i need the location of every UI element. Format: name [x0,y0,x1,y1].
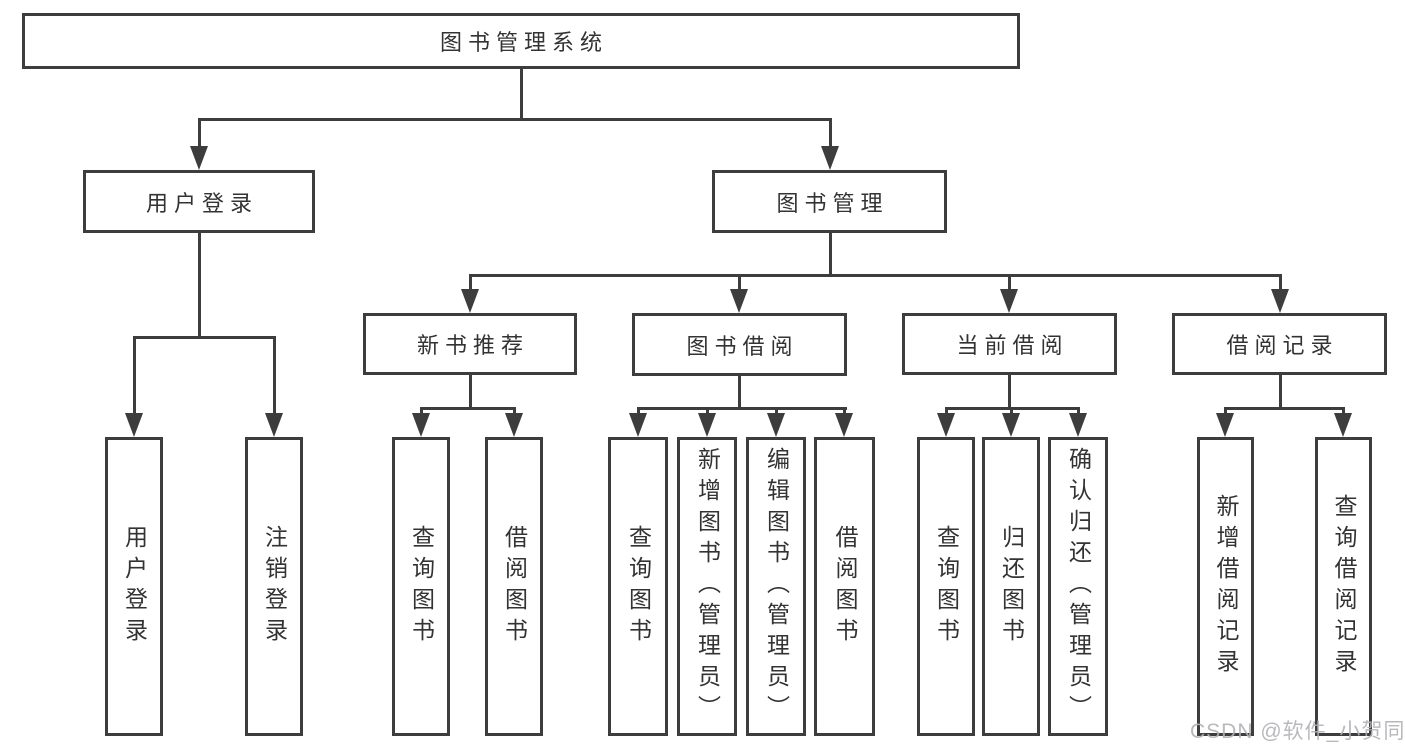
leaf-label: 确认归还（管理员） [1065,447,1092,726]
connector-drop-leaf [272,336,276,418]
leaf-label: 查询图书 [408,524,435,649]
arrow-down-icon [1271,289,1289,313]
node-label: 图书借阅 [686,333,799,359]
leaf-label: 注销登录 [261,524,288,649]
leaf-label: 新增借阅记录 [1213,493,1239,680]
leaf-query-borrow-record: 查询借阅记录 [1315,437,1372,736]
connector-login-drop [197,233,201,339]
leaf-label: 新增图书（管理员） [694,447,721,726]
connector-bus-level2 [197,118,832,121]
leaf-label: 借阅图书 [501,524,528,649]
arrow-down-icon [1069,413,1087,437]
watermark: CSDN @软件_小贺同学 [1190,720,1405,743]
leaf-logout: 注销登录 [245,437,303,736]
leaf-label: 用户登录 [121,524,148,649]
arrow-down-icon [937,413,955,437]
connector-bus-rec-leaves [419,407,516,410]
arrow-down-icon [767,413,785,437]
connector-drop-current-borrow [1007,274,1011,294]
leaf-label: 查询图书 [933,524,960,649]
connector-bus-level3 [468,274,1282,277]
arrow-down-icon [698,413,716,437]
connector-current-drop [1007,375,1011,410]
connector-drop-user-login [197,118,201,152]
connector-drop-book-borrow [738,274,741,294]
node-current-borrow: 当前借阅 [902,313,1117,375]
leaf-label: 编辑图书（管理员） [763,447,790,726]
node-label: 借阅记录 [1226,333,1339,358]
node-label: 用户登录 [145,190,258,216]
arrow-down-icon [1334,413,1352,437]
node-label: 图书管理 [776,190,889,216]
arrow-down-icon [505,413,523,437]
leaf-query-books: 查询图书 [608,437,668,736]
leaf-user-login: 用户登录 [105,437,163,736]
leaf-return-books: 归还图书 [982,437,1040,736]
connector-record-drop [1278,375,1282,410]
arrow-down-icon [821,146,839,170]
connector-root-drop [519,69,523,121]
connector-drop-new-book-rec [468,274,472,294]
arrow-down-icon [125,413,143,437]
connector-drop-borrow-record [1278,274,1282,294]
node-book-borrow: 图书借阅 [632,313,847,376]
leaf-query-books-rec: 查询图书 [392,437,450,736]
arrow-down-icon [1216,413,1234,437]
connector-drop-leaf [132,336,136,418]
node-label: 当前借阅 [956,333,1069,358]
leaf-label: 查询借阅记录 [1331,493,1357,680]
leaf-query-books-current: 查询图书 [917,437,975,736]
connector-mgmt-drop [828,233,832,277]
connector-borrow-drop [738,375,741,410]
connector-bus-login-leaves [132,336,276,339]
leaf-add-books-admin: 新增图书（管理员） [677,437,737,736]
leaf-label: 归还图书 [998,524,1025,649]
leaf-add-borrow-record: 新增借阅记录 [1197,437,1254,736]
connector-bus-borrow-leaves [636,407,847,410]
connector-bus-current-leaves [945,407,1080,410]
arrow-down-icon [412,413,430,437]
arrow-down-icon [190,146,208,170]
node-new-book-recommend: 新书推荐 [363,313,577,375]
node-label: 图书管理系统 [439,30,608,55]
node-book-management: 图书管理 [712,170,947,233]
arrow-down-icon [1000,289,1018,313]
connector-bus-record-leaves [1223,407,1345,410]
leaf-label: 查询图书 [625,524,652,649]
node-root-library-system: 图书管理系统 [22,13,1020,69]
leaf-label: 借阅图书 [832,524,858,649]
node-label: 新书推荐 [416,333,529,358]
leaf-confirm-return-admin: 确认归还（管理员） [1048,437,1108,736]
leaf-edit-books-admin: 编辑图书（管理员） [746,437,806,736]
node-borrow-record: 借阅记录 [1172,313,1387,375]
connector-rec-drop [468,375,472,410]
arrow-down-icon [835,413,853,437]
node-user-login: 用户登录 [83,170,315,233]
connector-drop-book-mgmt [828,118,832,152]
arrow-down-icon [1002,413,1020,437]
leaf-borrow-books: 借阅图书 [814,437,875,736]
leaf-borrow-books-rec: 借阅图书 [485,437,543,736]
arrow-down-icon [461,289,479,313]
arrow-down-icon [265,413,283,437]
arrow-down-icon [730,289,748,313]
arrow-down-icon [629,413,647,437]
